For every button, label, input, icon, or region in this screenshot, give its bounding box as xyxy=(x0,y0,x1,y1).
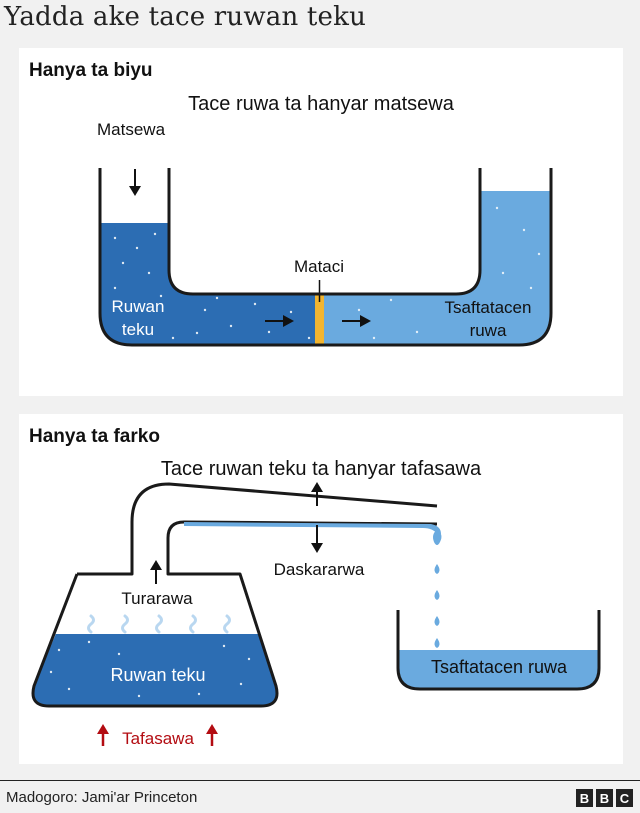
collected-freshwater xyxy=(398,650,599,689)
method-1-heading: Hanya ta biyu xyxy=(29,60,153,81)
freshwater-label-line-1: Tsaftatacen xyxy=(445,298,532,317)
bbc-logo-letter: C xyxy=(616,789,633,807)
freshwater-label-line-2: ruwa xyxy=(470,321,507,340)
heat-label: Tafasawa xyxy=(122,729,194,748)
bbc-logo: B B C xyxy=(576,789,633,807)
flask-outer-outline xyxy=(31,520,438,708)
u-tube-outer-wall xyxy=(98,168,553,347)
steam-label: Turarawa xyxy=(121,589,193,608)
source-credit: Madogoro: Jami'ar Princeton xyxy=(6,789,198,806)
freshwater-fill xyxy=(323,191,551,345)
collection-bowl-outline xyxy=(396,610,601,691)
pressure-arrow-icon xyxy=(129,169,141,196)
footer-divider xyxy=(0,780,640,781)
method-2-caption: Tace ruwan teku ta hanyar tafasawa xyxy=(161,458,482,480)
cooling-label: Daskararwa xyxy=(274,560,365,579)
distillation-panel: Hanya ta farko Tace ruwan teku ta hanyar… xyxy=(19,414,623,764)
distillation-diagram: Tace ruwan teku ta hanyar tafasawa xyxy=(31,458,601,748)
filter-label: Mataci xyxy=(294,257,344,276)
collected-freshwater-label: Tsaftatacen ruwa xyxy=(431,657,568,677)
water-droplets xyxy=(434,564,440,648)
seawater-bubbles xyxy=(113,232,311,340)
filter-membrane xyxy=(315,294,324,346)
reverse-osmosis-diagram: Tace ruwa ta hanyar matsewa xyxy=(97,93,553,347)
steam-arrow-icon xyxy=(150,560,162,584)
freshwater-bubbles xyxy=(357,206,541,340)
heat-arrow-icon xyxy=(97,724,109,746)
flask-seawater-fill xyxy=(33,634,277,706)
flask-bubbles xyxy=(49,640,251,698)
u-tube-inner-wall xyxy=(167,168,482,296)
method-2-heading: Hanya ta farko xyxy=(29,426,160,447)
drip-outlet xyxy=(433,530,442,545)
condensed-water xyxy=(184,522,441,534)
flask-seawater-label: Ruwan teku xyxy=(110,665,205,685)
cooling-arrows-icon xyxy=(311,482,323,553)
seawater-label-line-1: Ruwan xyxy=(112,297,165,316)
steam-waves xyxy=(87,614,231,634)
seawater-fill xyxy=(100,223,315,345)
flask-inner-outline xyxy=(77,482,438,576)
seawater-label-line-2: teku xyxy=(122,320,154,339)
heat-arrow-icon xyxy=(206,724,218,746)
bbc-logo-letter: B xyxy=(596,789,613,807)
page-title: Yadda ake tace ruwan teku xyxy=(4,2,367,32)
reverse-osmosis-panel: Hanya ta biyu Tace ruwa ta hanyar matsew… xyxy=(19,48,623,396)
pressure-label: Matsewa xyxy=(97,120,166,139)
method-1-caption: Tace ruwa ta hanyar matsewa xyxy=(188,93,455,115)
flow-arrow-icon xyxy=(265,315,294,327)
bbc-logo-letter: B xyxy=(576,789,593,807)
flow-arrow-icon xyxy=(342,315,371,327)
